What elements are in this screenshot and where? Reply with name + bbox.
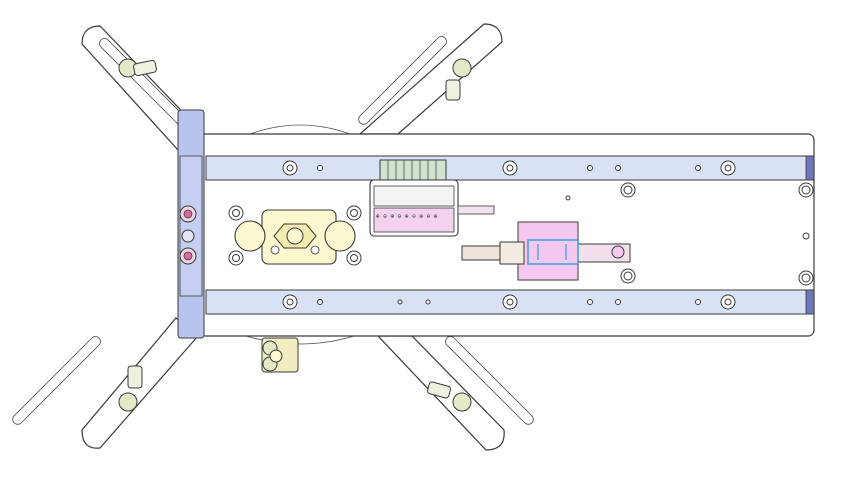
connector-marks: ⊕ ⊖ ⊕ ⊖ ⊕ ⊖ ⊕ ⊖ ⊕ [376, 213, 438, 220]
arm-lower-right [376, 335, 534, 451]
electrical-connector: ⊕ ⊖ ⊕ ⊖ ⊕ ⊖ ⊕ ⊖ ⊕ [369, 159, 495, 237]
plate-holes [565, 182, 814, 286]
rail-holes-top [282, 160, 736, 176]
elbow-fitting-lower-right [426, 381, 472, 412]
arm-upper-right [358, 23, 503, 135]
round-flange-top [249, 124, 351, 135]
sensor-icon [527, 239, 579, 265]
elbow-fitting-upper-left [118, 58, 157, 78]
valve-mounting-holes [228, 205, 362, 266]
left-clamp-bar [177, 109, 205, 339]
rail-holes-bottom [282, 294, 736, 310]
valve-body [234, 209, 356, 265]
elbow-fitting-upper-right [445, 58, 472, 101]
round-flange-bottom [245, 335, 355, 345]
pneumatic-ports [179, 205, 197, 265]
bottom-manifold-fitting [261, 337, 299, 373]
pneumatic-cylinder [461, 221, 631, 281]
arm-lower-left [12, 317, 199, 449]
elbow-fitting-lower-left [118, 365, 143, 412]
